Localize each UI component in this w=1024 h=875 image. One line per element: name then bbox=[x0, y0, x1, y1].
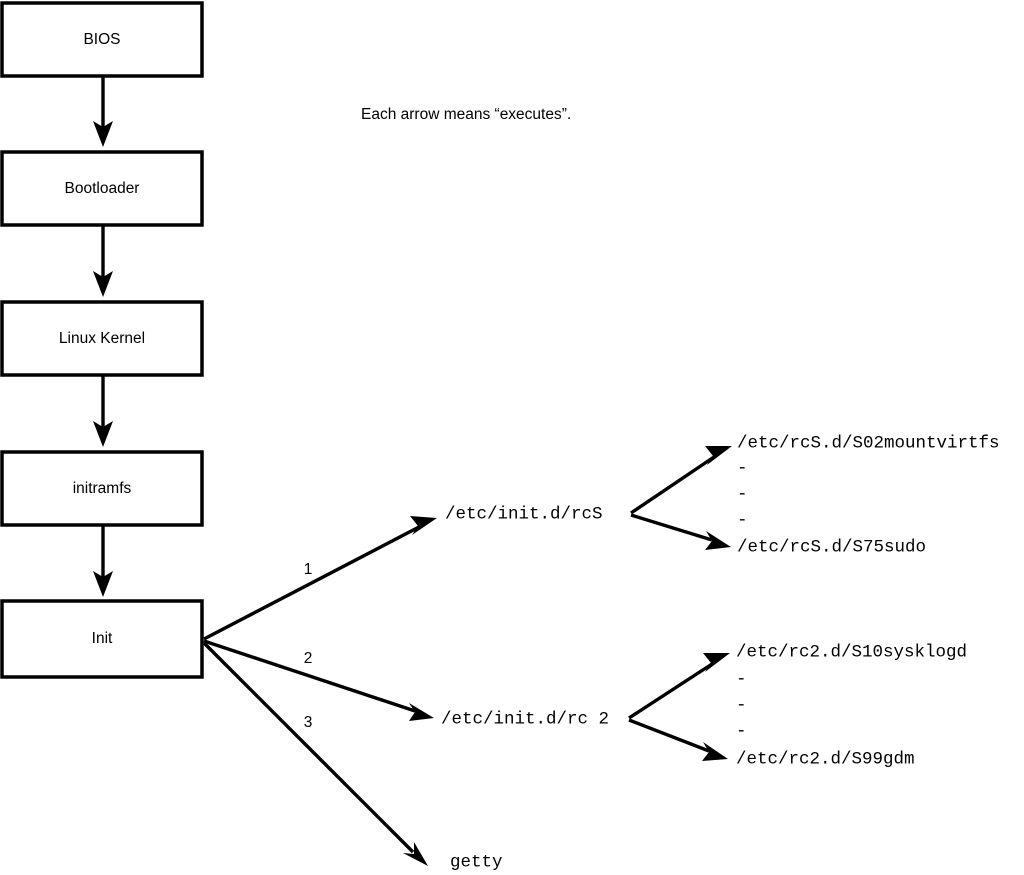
script-rcs-ellipsis-2: - bbox=[737, 485, 748, 505]
arrow-bios-to-bootloader bbox=[93, 76, 113, 147]
edge-rc2-to-first-script bbox=[628, 653, 730, 720]
node-init-box[interactable] bbox=[0, 599, 204, 679]
script-rcs-last[interactable]: /etc/rcS.d/S75sudo bbox=[737, 538, 926, 558]
script-rcs-ellipsis-3: - bbox=[737, 511, 748, 531]
node-bootloader[interactable]: Bootloader bbox=[0, 150, 204, 227]
script-rc2-last[interactable]: /etc/rc2.d/S99gdm bbox=[736, 750, 915, 770]
node-rc2-label[interactable]: /etc/init.d/rc 2 bbox=[441, 710, 609, 730]
node-bios-box[interactable] bbox=[0, 1, 204, 78]
script-rc2-ellipsis-2: - bbox=[736, 696, 747, 716]
script-rc2-first[interactable]: /etc/rc2.d/S10sysklogd bbox=[736, 643, 967, 663]
edge-rcs-to-last-script bbox=[630, 513, 731, 550]
edge-init-to-rc2 bbox=[203, 639, 434, 721]
node-initramfs-label: initramfs bbox=[73, 480, 132, 497]
edge-rc2-to-last-script bbox=[628, 718, 728, 761]
script-rcs-first[interactable]: /etc/rcS.d/S02mountvirtfs bbox=[737, 434, 1000, 454]
node-bios[interactable]: BIOS bbox=[0, 1, 204, 78]
node-bios-label: BIOS bbox=[83, 31, 120, 48]
node-bootloader-label: Bootloader bbox=[65, 180, 140, 197]
edge-rcs-to-first-script bbox=[630, 446, 732, 515]
node-linux-kernel-label: Linux Kernel bbox=[59, 330, 145, 347]
node-init[interactable]: Init bbox=[0, 599, 204, 679]
arrow-kernel-to-initramfs bbox=[93, 375, 113, 447]
arrow-bootloader-to-kernel bbox=[93, 225, 113, 297]
node-initramfs-box[interactable] bbox=[0, 450, 204, 527]
edge-label-1: 1 bbox=[304, 561, 313, 578]
edge-label-3: 3 bbox=[304, 714, 313, 731]
edge-init-to-getty bbox=[202, 641, 428, 866]
node-rcs-label[interactable]: /etc/init.d/rcS bbox=[445, 505, 603, 525]
diagram-caption: Each arrow means “executes”. bbox=[361, 106, 571, 123]
node-initramfs[interactable]: initramfs bbox=[0, 450, 204, 527]
script-rc2-ellipsis-3: - bbox=[736, 722, 747, 742]
edge-init-to-rcs bbox=[203, 516, 437, 641]
node-bootloader-box[interactable] bbox=[0, 150, 204, 227]
node-getty-label[interactable]: getty bbox=[450, 853, 503, 873]
arrow-initramfs-to-init bbox=[93, 525, 113, 597]
edge-label-2: 2 bbox=[304, 650, 313, 667]
node-init-label: Init bbox=[92, 630, 113, 647]
script-rc2-ellipsis-1: - bbox=[736, 670, 747, 690]
node-linux-kernel[interactable]: Linux Kernel bbox=[0, 300, 204, 377]
script-rcs-ellipsis-1: - bbox=[737, 459, 748, 479]
